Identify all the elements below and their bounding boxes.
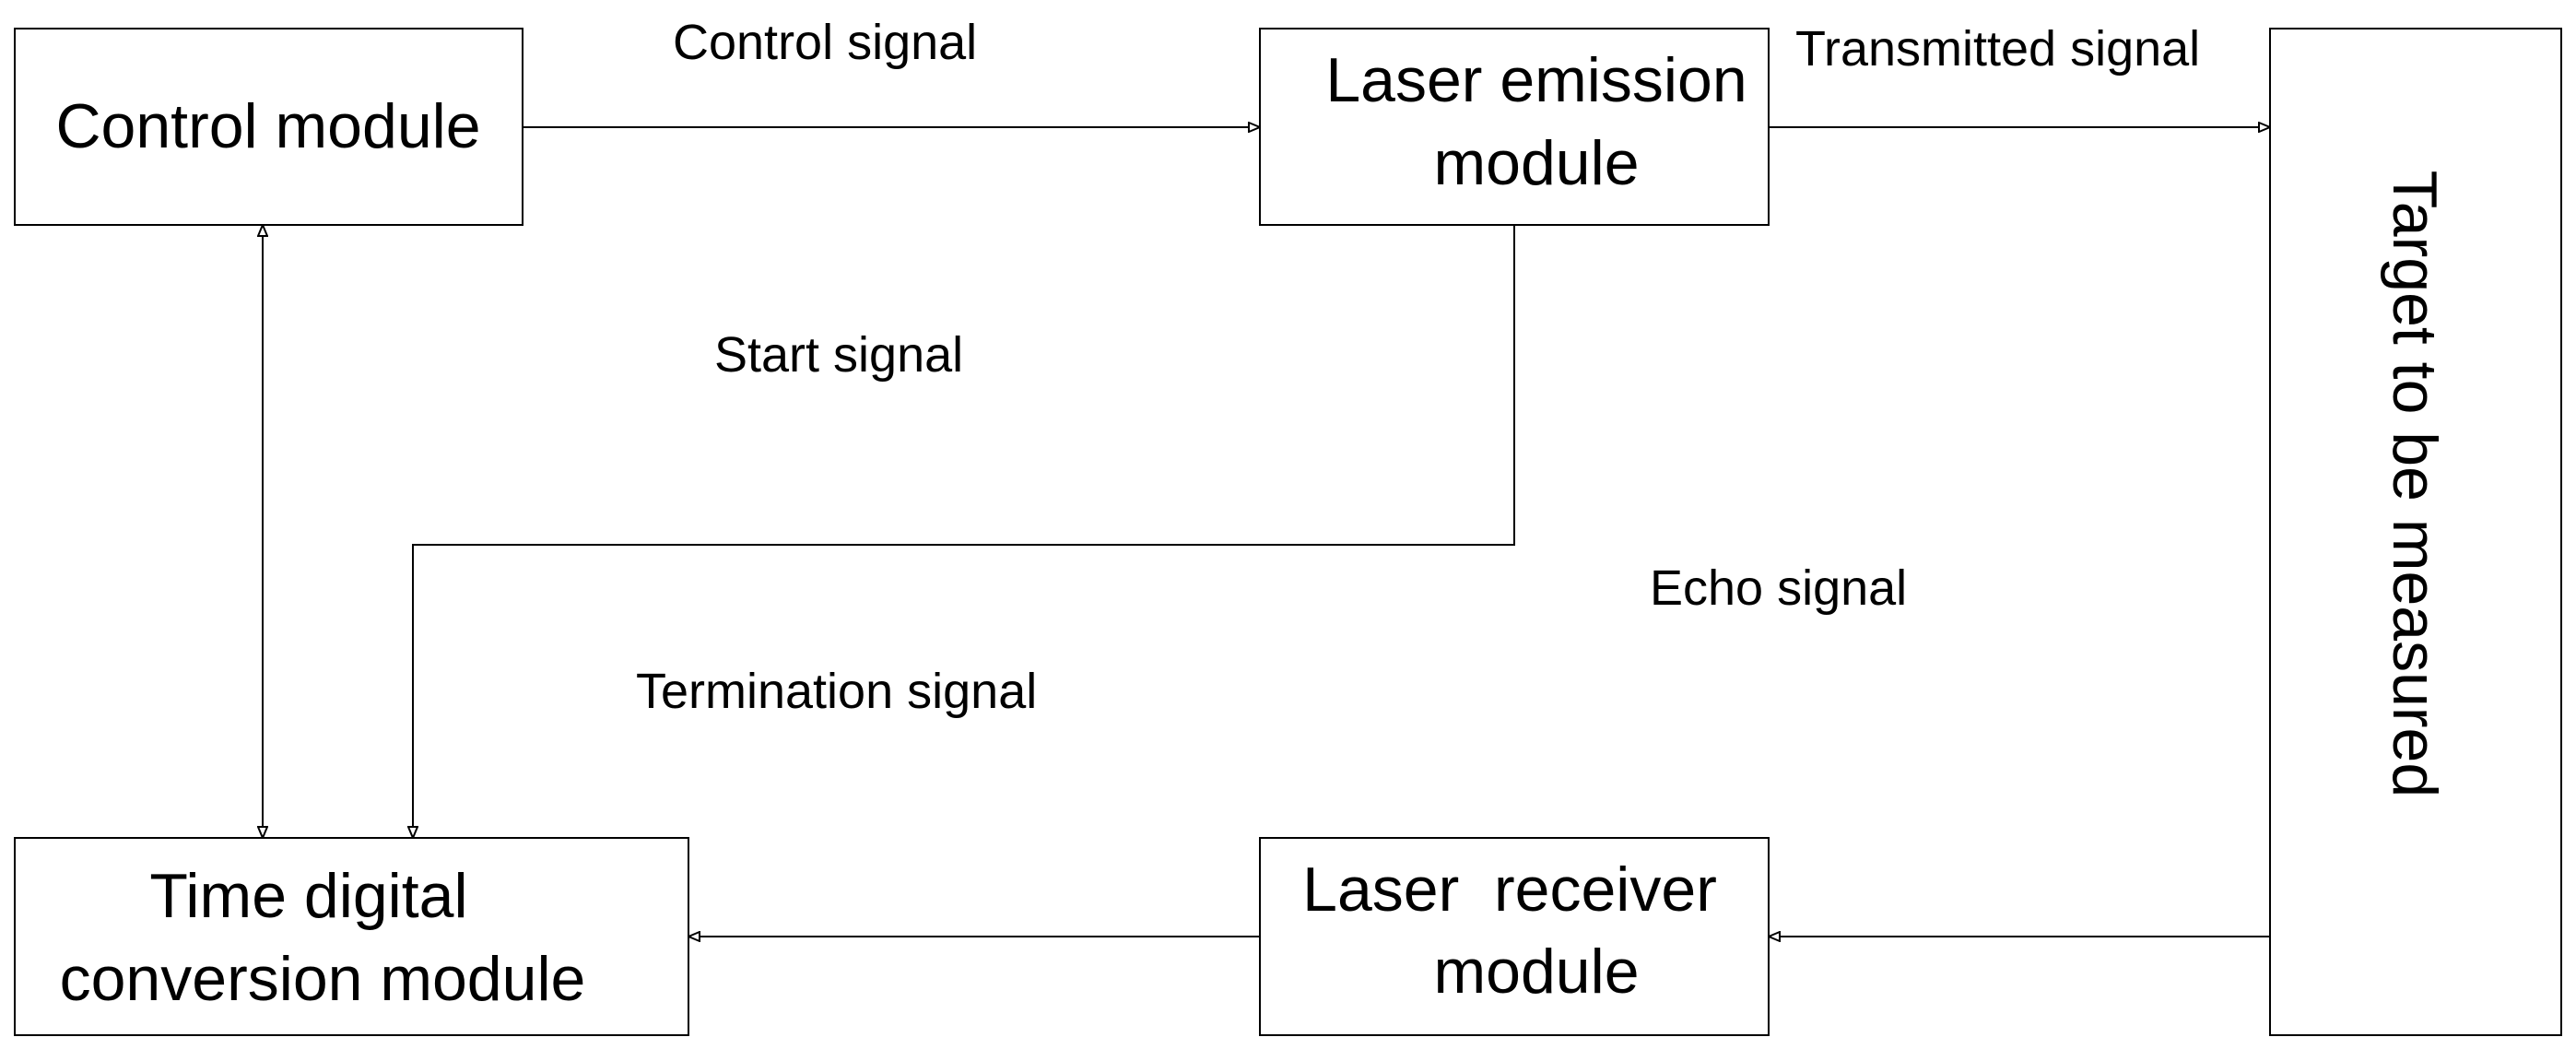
time-digital-conversion-module-label: Time digital (149, 861, 467, 931)
transmitted-signal-label: Transmitted signal (1795, 21, 2200, 77)
laser-receiver-module-box (1259, 837, 1770, 1036)
laser-emission-module-box (1259, 28, 1770, 226)
termination-signal-label: Termination signal (636, 664, 1037, 719)
time-digital-conversion-module-box (14, 837, 689, 1036)
start-signal-label: Start signal (714, 327, 963, 383)
target-label: Target to be measured (2380, 171, 2450, 797)
laser-emission-module-label-line2: module (1433, 128, 1639, 198)
laser-receiver-module-label-line2: module (1433, 937, 1639, 1007)
echo-signal-label: Echo signal (1650, 560, 1907, 616)
laser-receiver-module-label: Laser receiver (1302, 855, 1717, 925)
time-digital-conversion-module-label-line2: conversion module (60, 944, 586, 1014)
control-module-label: Control module (55, 91, 480, 161)
control-module-box (14, 28, 523, 226)
target-box (2269, 28, 2562, 1036)
control-signal-label: Control signal (673, 15, 977, 70)
start-signal-arrow (413, 225, 1515, 838)
laser-emission-module-label: Laser emission (1325, 45, 1747, 115)
